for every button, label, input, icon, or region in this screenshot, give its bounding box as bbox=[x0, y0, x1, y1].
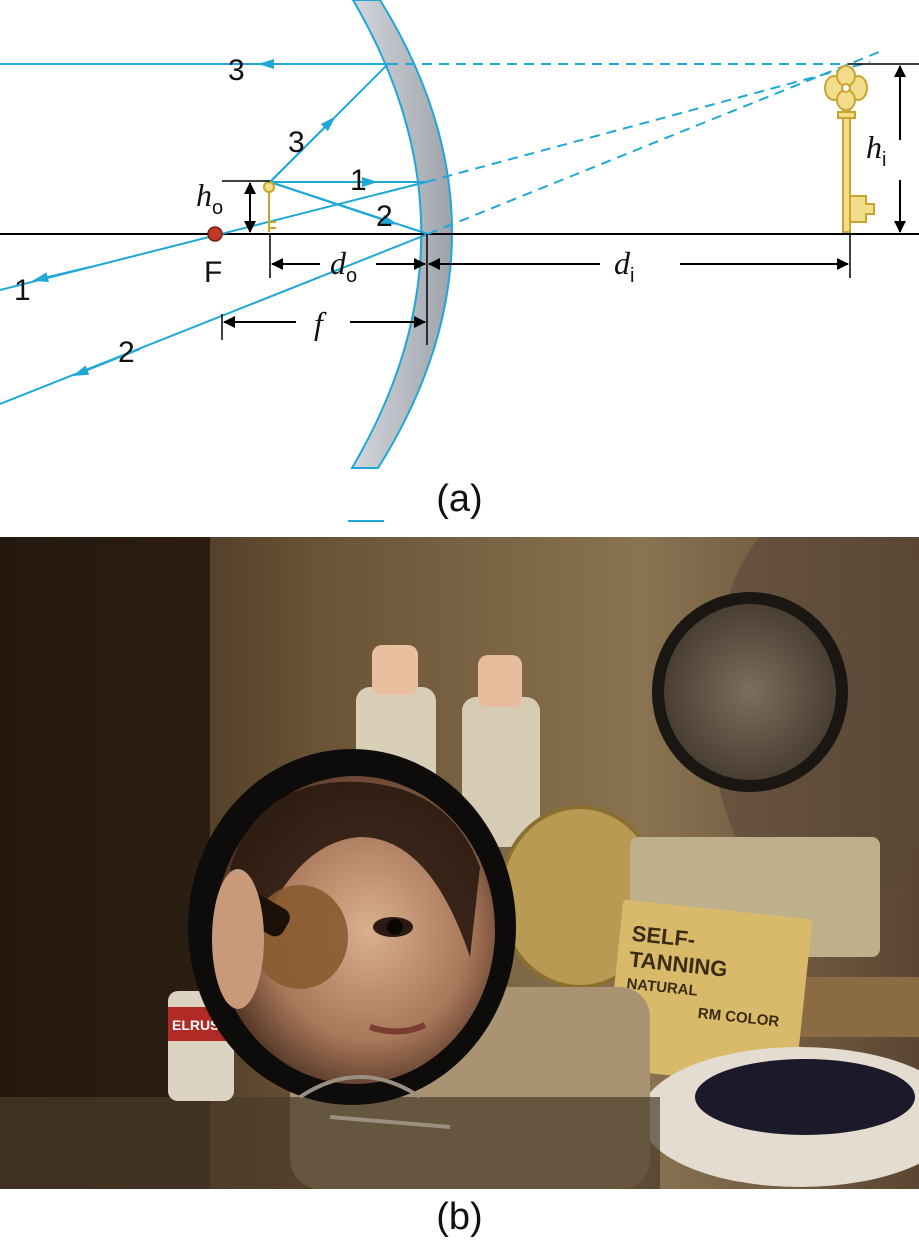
convex-mirror bbox=[350, 0, 453, 469]
h-o-label: ho bbox=[196, 177, 223, 219]
bottle-label: ELRUS bbox=[172, 1017, 219, 1033]
image-key bbox=[824, 65, 875, 233]
ray-label-3-top: 3 bbox=[228, 54, 245, 87]
d-i-label: di bbox=[614, 245, 634, 287]
ray-label-1-reflected: 1 bbox=[14, 274, 31, 307]
lips bbox=[369, 1022, 427, 1035]
table-front bbox=[0, 1097, 660, 1189]
focal-point-label: F bbox=[204, 256, 222, 289]
ray-label-1-incident: 1 bbox=[350, 164, 367, 197]
makeup-mirror-photo: SELF- TANNING NATURAL RM COLOR ELRUS bbox=[0, 537, 919, 1189]
ray-2 bbox=[0, 49, 885, 405]
background-mirror bbox=[652, 592, 848, 792]
ray-3 bbox=[0, 59, 848, 183]
focal-point bbox=[207, 226, 223, 242]
wire-stand bbox=[298, 1075, 451, 1129]
object-key bbox=[263, 181, 276, 232]
f-label: f bbox=[314, 305, 327, 341]
ray-label-2-incident: 2 bbox=[376, 200, 393, 233]
self-tanning-packet: SELF- TANNING NATURAL RM COLOR bbox=[606, 899, 812, 1089]
bowl-contents bbox=[695, 1059, 915, 1135]
hand bbox=[212, 869, 264, 1009]
caption-b: (b) bbox=[436, 1196, 483, 1238]
caption-a: (a) bbox=[436, 478, 483, 520]
hand-mirror bbox=[188, 749, 516, 1105]
h-i-label: hi bbox=[866, 129, 886, 171]
d-o-label: do bbox=[330, 245, 357, 287]
ray-label-2-reflected: 2 bbox=[118, 336, 135, 369]
ray-label-3-incident: 3 bbox=[288, 126, 305, 159]
ray-diagram: 3 3 1 2 1 2 F ho hi do di bbox=[0, 0, 919, 522]
